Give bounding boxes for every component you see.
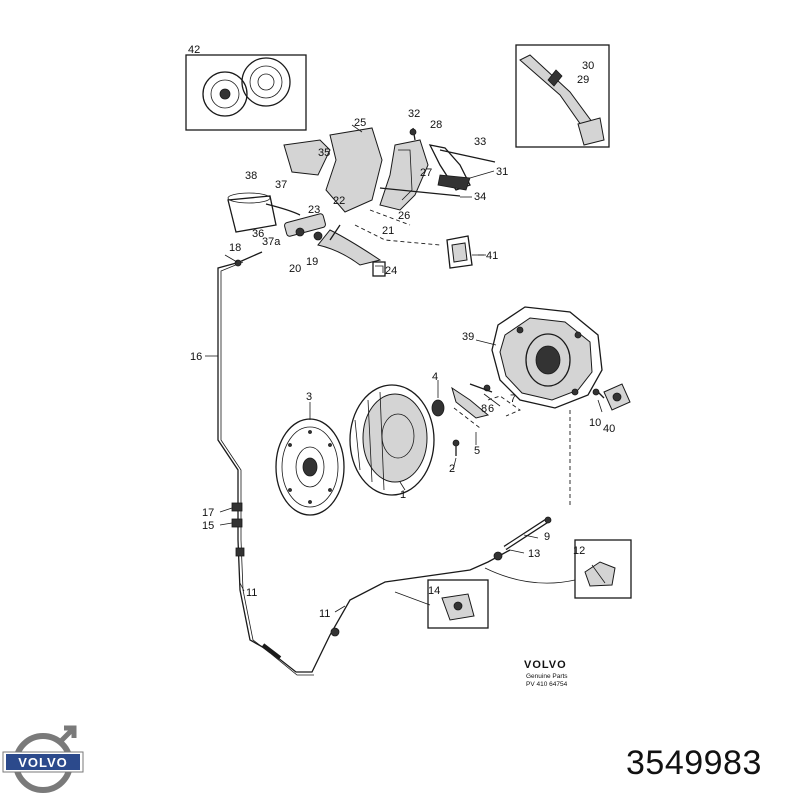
release-bearing-and-fork [431,383,521,429]
callout-17: 17 [202,507,214,519]
callout-34: 34 [474,191,486,203]
callout-10: 10 [589,417,601,429]
stamp-line2: PV 410 64754 [526,681,568,688]
logo-text: VOLVO [18,755,68,770]
pedal-bracket-cluster [283,127,496,266]
callout-leaders [205,124,603,613]
callout-41: 41 [486,250,498,262]
stamp-brand: VOLVO [524,659,567,671]
callout-25: 25 [354,117,366,129]
master-cylinder [284,213,326,241]
callout-13: 13 [528,548,540,560]
stamp-line1: Genuine Parts [526,673,568,680]
inset-clutch-assembly [185,54,307,131]
callout-32: 32 [408,108,420,120]
callout-21: 21 [382,225,394,237]
callout-39: 39 [462,331,474,343]
callout-20: 20 [289,263,301,275]
callout-42: 42 [188,44,200,56]
part-24-clip [372,261,386,277]
callout-5: 5 [474,445,480,457]
callout-18: 18 [229,242,241,254]
callout-36: 36 [252,228,264,240]
pedal-pad-part [446,235,484,269]
callout-11-upper: 11 [246,587,257,599]
clutch-disc [275,418,345,516]
callout-12: 12 [573,545,585,557]
callout-9: 9 [544,531,550,543]
callout-2: 2 [449,463,455,475]
callout-14: 14 [428,585,440,597]
callout-40: 40 [603,423,615,435]
callout-7: 7 [510,393,516,405]
bellhousing [491,306,603,409]
callout-29: 29 [577,74,589,86]
part-12-pad [574,539,632,599]
genuine-parts-stamp: VOLVO Genuine Parts PV 410 64754 [524,659,568,688]
volvo-logo: VOLVO [2,725,84,793]
callout-28: 28 [430,119,442,131]
callout-23: 23 [308,204,320,216]
callout-1: 1 [400,489,406,501]
callout-33: 33 [474,136,486,148]
callout-30: 30 [582,60,594,72]
slave-cylinder [592,383,631,411]
inset-pedal-detail [515,44,610,148]
callout-37: 37 [275,179,287,191]
callout-24: 24 [385,265,397,277]
callout-26: 26 [398,210,410,222]
callout-35: 35 [318,147,330,159]
clutch-hose [503,516,552,551]
callout-4: 4 [432,371,438,383]
callout-16: 16 [190,351,202,363]
callout-8: 8 [481,403,487,415]
bolt [452,439,460,456]
part-number: 3549983 [626,744,762,782]
fluid-reservoir [227,192,301,233]
callout-19: 19 [306,256,318,268]
pressure-plate [349,384,435,496]
callout-labels: 42 30 29 32 25 28 33 35 27 31 38 37 22 3… [188,44,615,620]
callout-27: 27 [420,167,432,179]
callout-31: 31 [496,166,508,178]
callout-3: 3 [306,391,312,403]
callout-6: 6 [488,403,494,415]
callout-15: 15 [202,520,214,532]
part-14-clip [427,579,489,629]
callout-22: 22 [333,195,345,207]
callout-37a: 37a [262,236,281,248]
callout-38: 38 [245,170,257,182]
callout-11-lower: 11 [319,608,330,620]
